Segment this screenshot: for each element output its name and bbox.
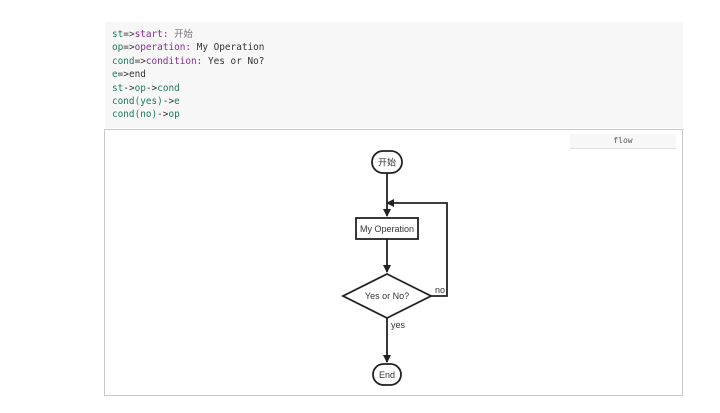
code-line: st=>start: 开始: [112, 28, 683, 41]
code-token: 开始: [174, 29, 193, 40]
code-token: st: [112, 29, 124, 40]
code-token: start:: [134, 29, 169, 40]
code-token: cond(yes): [112, 95, 163, 107]
code-token: =>: [123, 29, 135, 40]
operation-node: [355, 217, 419, 240]
code-token: ->: [123, 82, 135, 94]
code-token: op: [134, 82, 146, 94]
code-token: cond: [157, 82, 180, 94]
start-node-label: 开始: [378, 157, 396, 168]
end-node: [372, 363, 402, 386]
condition-node-label: Yes or No?: [365, 291, 409, 301]
code-line: e=>end: [112, 68, 683, 81]
code-token: ->: [145, 82, 158, 94]
code-token: operation:: [134, 42, 192, 54]
code-token: ->: [162, 95, 175, 107]
code-token: op: [168, 109, 180, 121]
code-line: cond(yes)->e: [112, 95, 683, 108]
code-token: e: [112, 69, 118, 81]
code-token: =>: [123, 42, 135, 54]
operation-node-label: My Operation: [360, 224, 414, 234]
code-line: cond=>condition: Yes or No?: [112, 55, 683, 68]
code-token: condition:: [145, 55, 203, 67]
flowchart-diagram: 开始 My Operation Yes or No? yes no End: [340, 150, 448, 386]
code-token: cond(no): [112, 109, 158, 121]
code-token: e: [174, 95, 180, 107]
flowchart-preview: flow 开始 My Operation Yes or No? yes no E…: [104, 129, 683, 396]
preview-tab-flow[interactable]: flow: [570, 134, 676, 149]
code-line: cond(no)->op: [112, 108, 683, 121]
code-token: =>: [117, 69, 129, 81]
start-node: [371, 150, 403, 174]
no-branch-label: no: [435, 285, 445, 295]
code-token: op: [112, 42, 124, 54]
code-token: cond: [112, 55, 135, 67]
code-line: op=>operation: My Operation: [112, 41, 683, 54]
code-token: =>: [134, 55, 146, 67]
code-token: end: [128, 69, 146, 81]
edge-condition-no-to-operation: [386, 199, 448, 297]
code-token: My Operation: [191, 42, 265, 54]
code-token: Yes or No?: [202, 55, 265, 67]
code-line: st->op->cond: [112, 82, 683, 95]
end-node-label: End: [379, 370, 395, 380]
yes-branch-label: yes: [391, 320, 406, 330]
code-token: st: [112, 82, 124, 94]
condition-node: [340, 272, 434, 320]
code-token: ->: [157, 109, 169, 121]
